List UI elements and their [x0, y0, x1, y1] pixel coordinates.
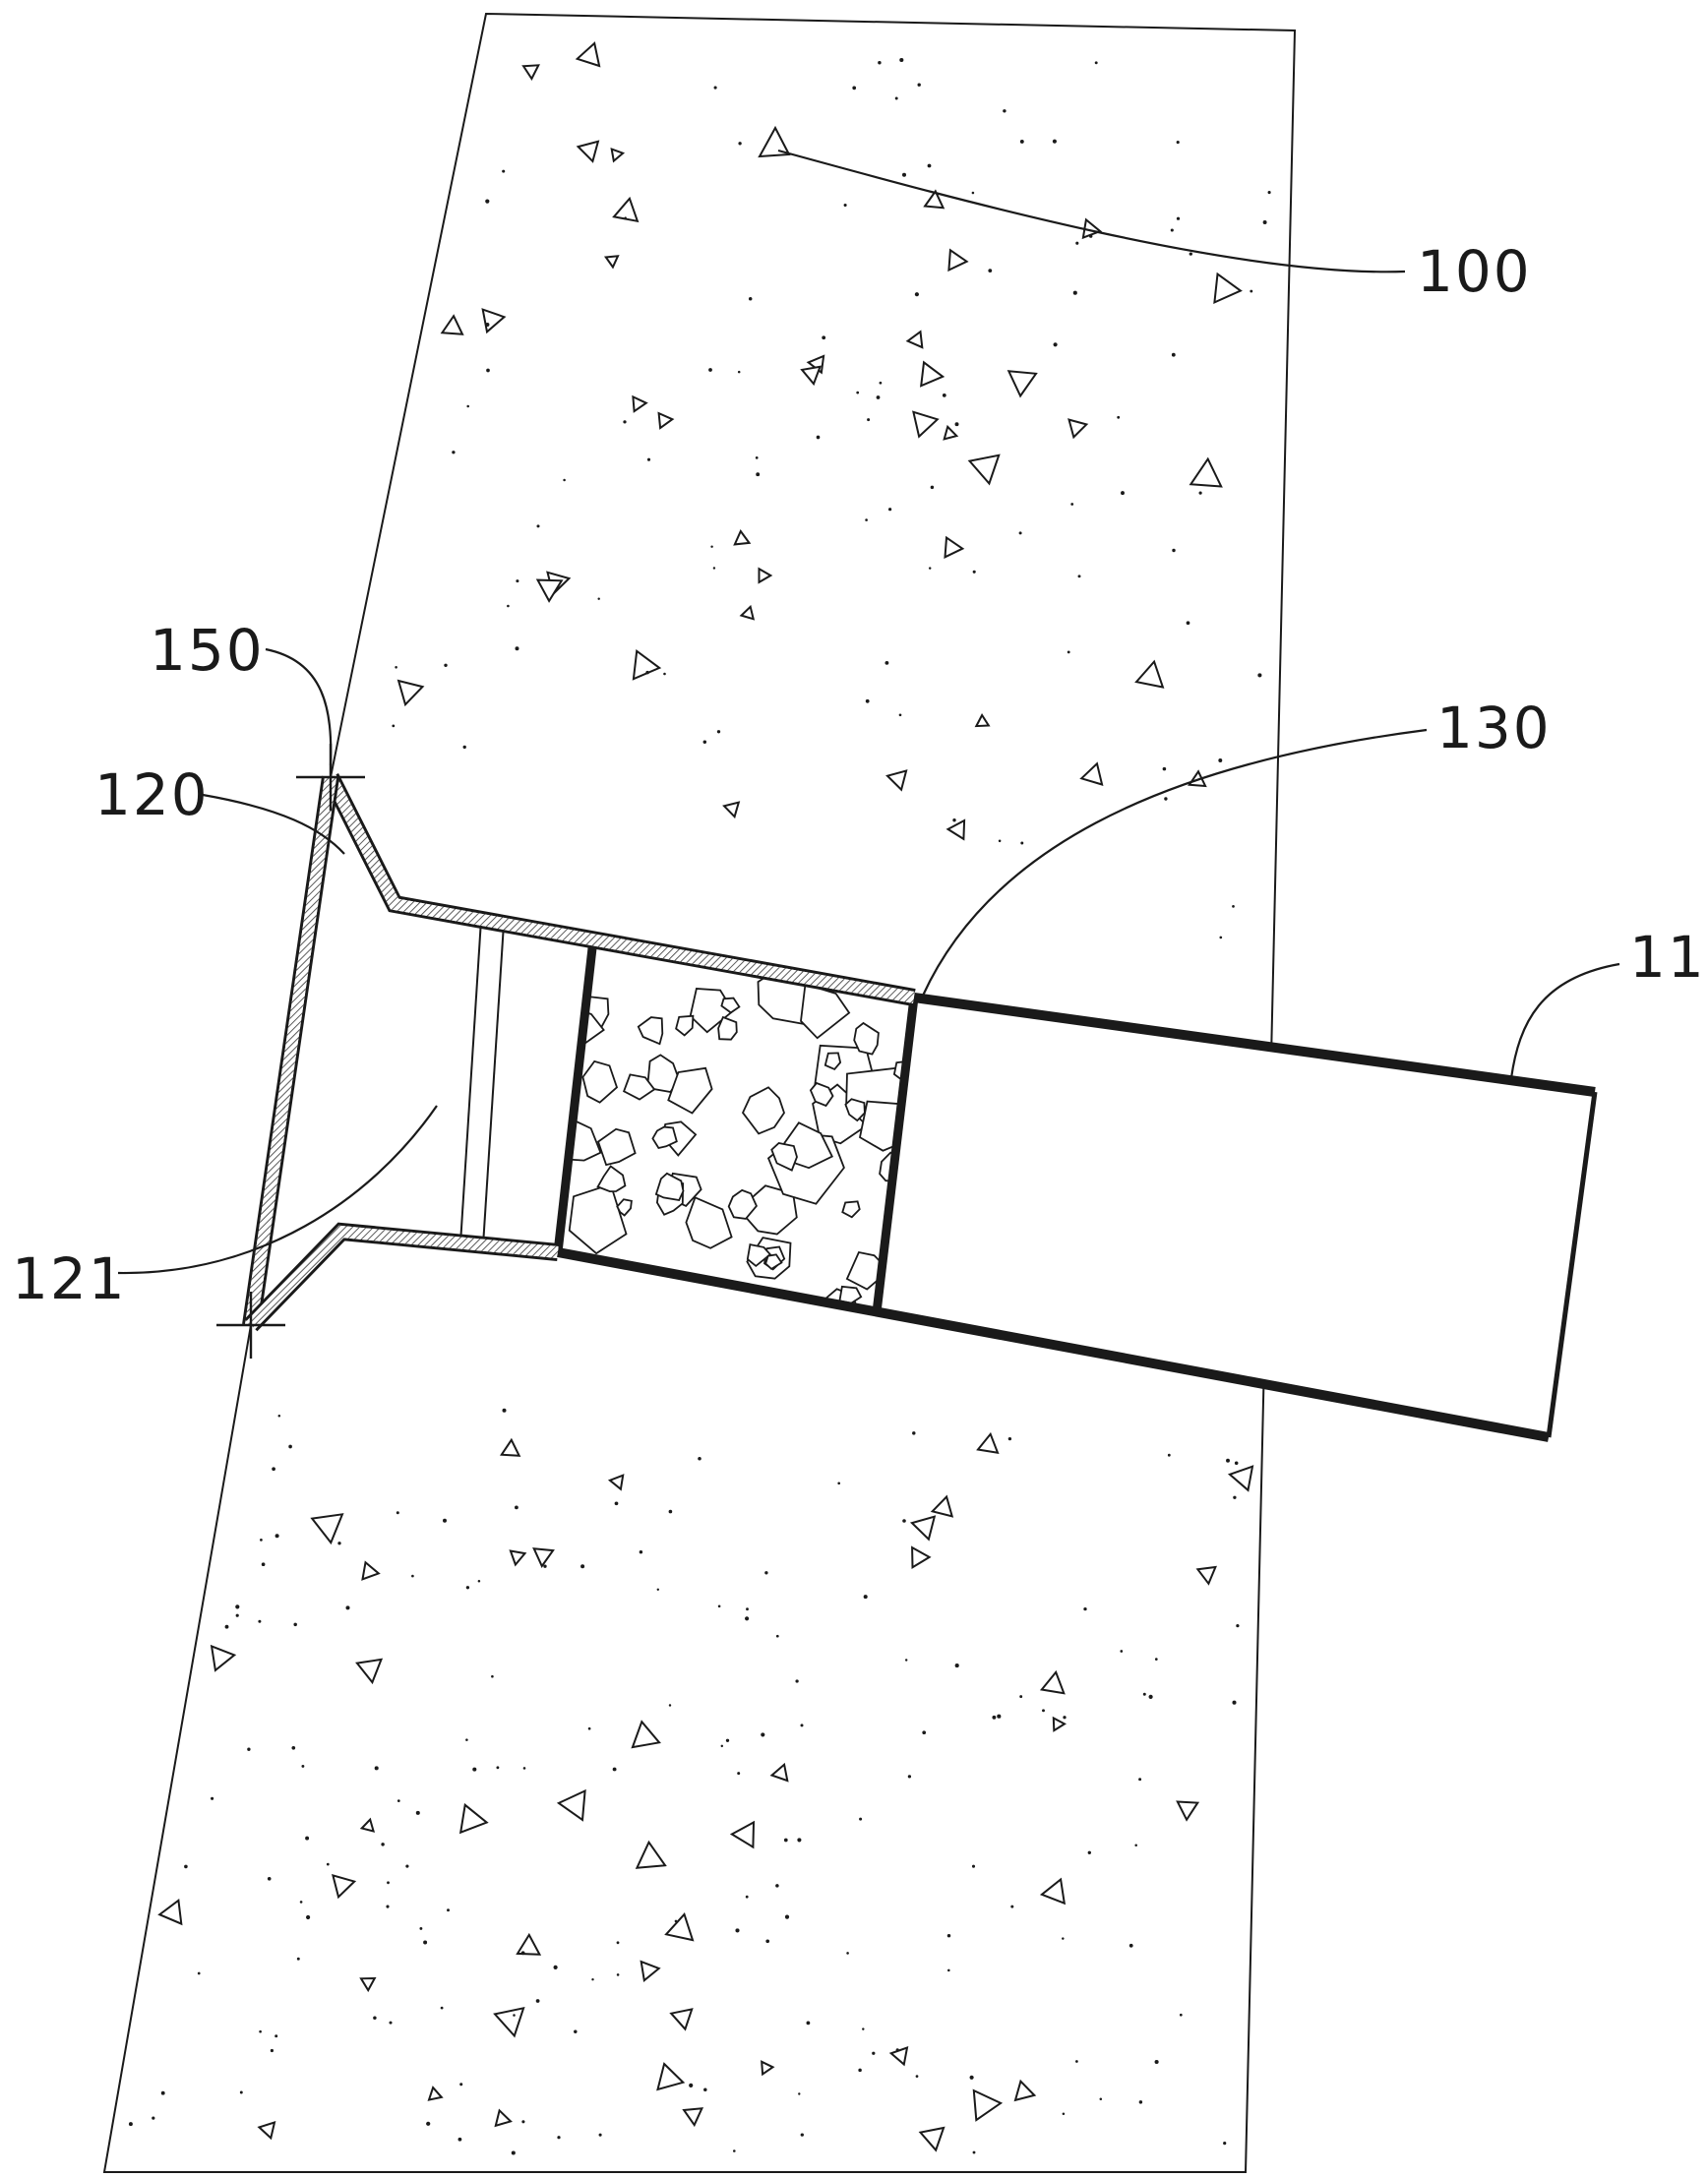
leader-line-110: [1509, 962, 1620, 1079]
label-130: 130: [1436, 695, 1552, 761]
rubble-fill: [558, 939, 914, 1312]
leader-line-120: [202, 793, 345, 855]
label-100: 100: [1417, 238, 1532, 305]
leader-line-100: [777, 149, 1406, 273]
leader-lines: [117, 149, 1620, 1275]
leader-line-130: [922, 728, 1428, 997]
concrete-texture: [128, 41, 1271, 2155]
pipe-walls: [557, 993, 1598, 1442]
axis-cross-marker-bottom: [216, 1292, 285, 1359]
leader-line-150: [265, 647, 333, 766]
rubble-borders: [553, 938, 919, 1313]
hatched-wall-left: [242, 775, 339, 1327]
aggregate-triangle-reference: [758, 125, 791, 158]
label-121: 121: [12, 1245, 127, 1312]
hatched-wall-top: [322, 772, 916, 1006]
label-120: 120: [94, 761, 210, 828]
hatched-wall-bottom: [244, 1222, 559, 1332]
pipe-end-cap: [1546, 1091, 1598, 1438]
label-110: 110: [1629, 924, 1708, 991]
chamber-divider: [459, 919, 505, 1246]
label-150: 150: [150, 617, 265, 684]
leader-line-121: [117, 1105, 438, 1275]
